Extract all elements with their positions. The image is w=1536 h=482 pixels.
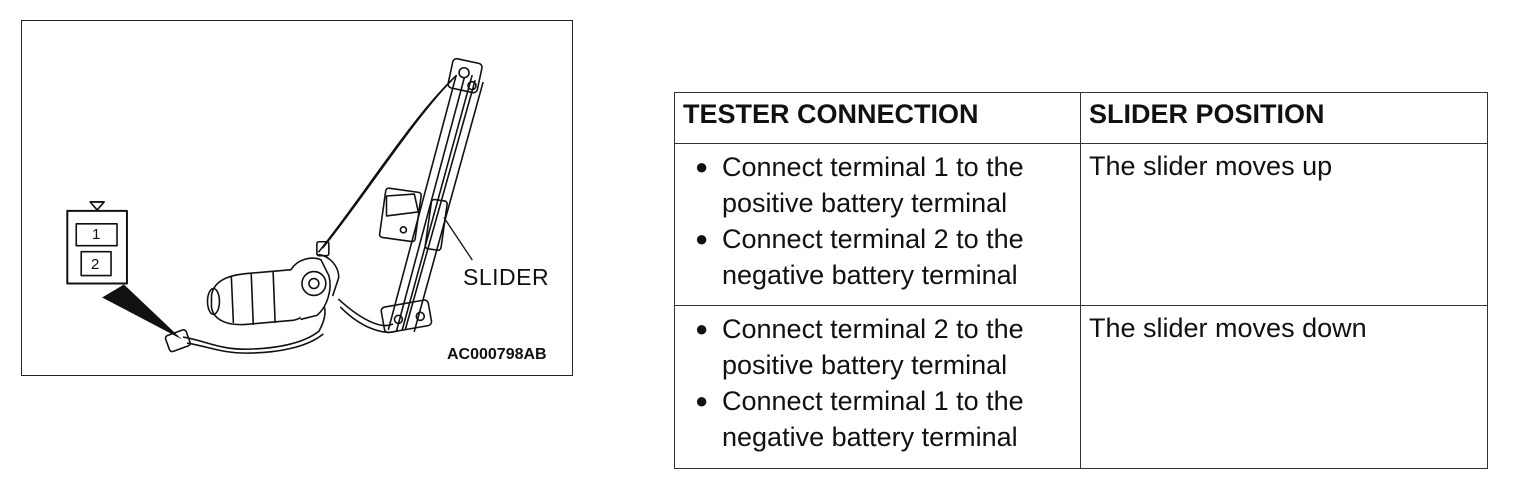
tester-connection-cell: ● Connect terminal 1 to the positive bat…: [674, 143, 1081, 306]
header-slider-position: SLIDER POSITION: [1080, 92, 1488, 144]
connection-steps: ● Connect terminal 1 to the positive bat…: [675, 144, 1080, 293]
bullet-icon: ●: [695, 154, 709, 179]
slider-callout-label: SLIDER: [463, 264, 550, 290]
tester-connection-cell: ● Connect terminal 2 to the positive bat…: [674, 305, 1081, 469]
connection-steps: ● Connect terminal 2 to the positive bat…: [675, 306, 1080, 455]
bullet-icon: ●: [695, 316, 709, 341]
connection-step: ● Connect terminal 2 to the positive bat…: [675, 311, 1080, 383]
connection-step-text: Connect terminal 2 to the positive batte…: [722, 314, 1024, 380]
connection-step: ● Connect terminal 1 to the positive bat…: [675, 149, 1080, 221]
connection-step-text: Connect terminal 1 to the positive batte…: [722, 152, 1024, 218]
bullet-icon: ●: [695, 388, 709, 413]
connection-step: ● Connect terminal 1 to the negative bat…: [675, 383, 1080, 455]
slider-position-cell: The slider moves up: [1080, 143, 1488, 306]
connection-step: ● Connect terminal 2 to the negative bat…: [675, 221, 1080, 293]
slider-position-cell: The slider moves down: [1080, 305, 1488, 469]
figure-id: AC000798AB: [447, 346, 547, 363]
connection-step-text: Connect terminal 2 to the negative batte…: [722, 224, 1024, 290]
window-regulator-illustration: SLIDER AC000798AB 1 2: [21, 20, 573, 376]
connector-pin-2: 2: [91, 256, 100, 273]
regulator-drawing: [66, 57, 484, 354]
connector-pin-1: 1: [92, 226, 101, 243]
table-row: ● Connect terminal 2 to the positive bat…: [674, 305, 1488, 469]
tester-connection-table: TESTER CONNECTION SLIDER POSITION ● Conn…: [674, 92, 1488, 469]
pointer-wedge: [102, 284, 182, 340]
table-header-row: TESTER CONNECTION SLIDER POSITION: [674, 92, 1488, 144]
slider-result: The slider moves down: [1089, 313, 1367, 343]
drive-motor: [206, 240, 340, 326]
regulator-cable: [318, 74, 457, 333]
bullet-icon: ●: [695, 226, 709, 251]
connector-face-diagram: [66, 201, 128, 285]
table-row: ● Connect terminal 1 to the positive bat…: [674, 143, 1488, 306]
slider-leader-line: [443, 217, 473, 261]
slider-result: The slider moves up: [1089, 151, 1333, 181]
slider-carrier: [378, 187, 448, 251]
connection-step-text: Connect terminal 1 to the negative batte…: [722, 386, 1024, 452]
header-tester-connection: TESTER CONNECTION: [674, 92, 1081, 144]
